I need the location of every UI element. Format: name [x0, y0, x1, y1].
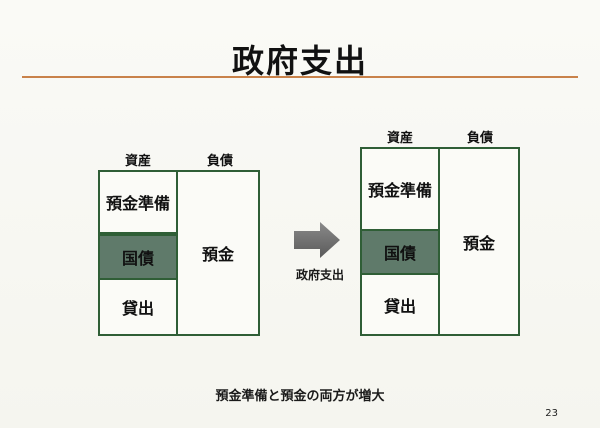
after-deposits-label: 預金: [462, 233, 495, 253]
after-bonds-cell: 国債: [362, 229, 438, 275]
before-reserves-label: 預金準備: [105, 194, 170, 213]
page-number: 23: [545, 408, 558, 419]
before-bonds-cell: 国債: [100, 234, 176, 280]
before-bonds-label: 国債: [121, 249, 154, 268]
right-arrow-icon: [294, 222, 340, 258]
after-loans-cell: 貸出: [362, 275, 438, 334]
after-loans-label: 貸出: [383, 296, 416, 316]
arrow-label: 政府支出: [295, 268, 344, 282]
title-underline: [22, 76, 578, 78]
before-assets-header: 資産: [124, 154, 151, 169]
before-deposits-cell: 預金: [178, 172, 258, 334]
after-sheet-divider: [438, 149, 440, 334]
after-assets-header: 資産: [386, 131, 413, 146]
before-loans-cell: 貸出: [100, 280, 176, 334]
after-deposits-cell: 預金: [440, 149, 518, 334]
before-reserves-cell: 預金準備: [98, 170, 178, 234]
slide-caption: 預金準備と預金の両方が増大: [215, 389, 385, 404]
before-liabilities-header: 負債: [206, 154, 233, 169]
after-reserves-label: 預金準備: [367, 181, 432, 200]
before-deposits-label: 預金: [201, 245, 234, 264]
after-balance-sheet: 預金準備 国債 貸出 預金: [360, 147, 520, 336]
before-balance-sheet: 預金準備 国債 貸出 預金: [98, 170, 260, 336]
after-liabilities-header: 負債: [466, 131, 493, 146]
after-bonds-label: 国債: [383, 244, 416, 263]
before-loans-label: 貸出: [121, 299, 154, 318]
before-sheet-divider: [176, 172, 178, 334]
page-title: 政府支出: [231, 42, 368, 80]
after-reserves-cell: 預金準備: [362, 149, 438, 229]
